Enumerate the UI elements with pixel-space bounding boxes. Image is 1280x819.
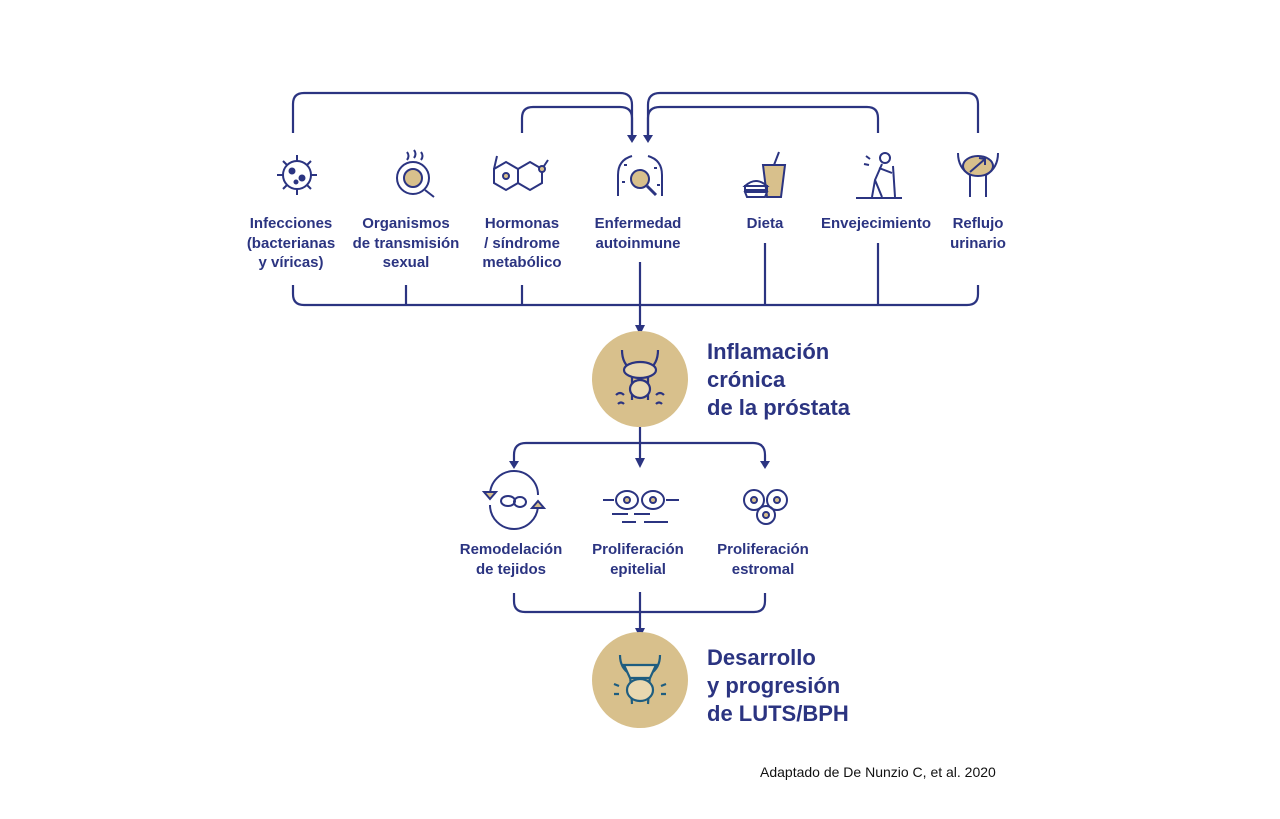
cause-label-hormonas: Hormonas / síndrome metabólico	[482, 215, 562, 271]
cause-label-dieta: Dieta	[746, 215, 784, 232]
cause-label-envejecimiento: Envejecimiento	[820, 215, 932, 232]
outcome-node-title: Desarrollo y progresión de LUTS/BPH	[707, 645, 849, 726]
tissue-remodeling-icon	[481, 470, 547, 530]
epithelial-cells-icon	[603, 490, 679, 523]
elderly-person-icon	[856, 152, 902, 199]
central-node-title: Inflamación crónica de la próstata	[707, 339, 851, 420]
effect-label-estromal: Proliferación estromal	[717, 541, 809, 578]
hormone-molecule-icon	[493, 155, 549, 192]
cause-bracket	[291, 243, 980, 335]
enlarged-prostate-icon	[592, 632, 688, 728]
effects-branch	[509, 427, 770, 469]
effect-label-epitelial: Proliferación epitelial	[592, 541, 684, 578]
source-credit: Adaptado de De Nunzio C, et al. 2020	[760, 764, 996, 780]
cause-label-reflujo: Reflujo urinario	[950, 215, 1006, 252]
cause-label-autoinmune: Enfermedad autoinmune	[594, 215, 682, 252]
urinary-reflux-icon	[957, 152, 999, 197]
cause-label-infecciones: Infecciones (bacterianas y víricas)	[246, 215, 336, 271]
virus-icon	[277, 155, 317, 195]
effect-label-remodelacion: Remodelación de tejidos	[459, 541, 563, 578]
inflamed-prostate-icon	[592, 331, 688, 427]
diet-food-icon	[742, 151, 787, 198]
petri-dish-icon	[396, 149, 435, 198]
stromal-cells-icon	[743, 489, 788, 525]
top-connectors	[291, 91, 980, 143]
outcome-bracket	[512, 592, 767, 638]
autoimmune-body-icon	[617, 155, 663, 197]
cause-label-organismos: Organismos de transmisión sexual	[352, 215, 460, 271]
